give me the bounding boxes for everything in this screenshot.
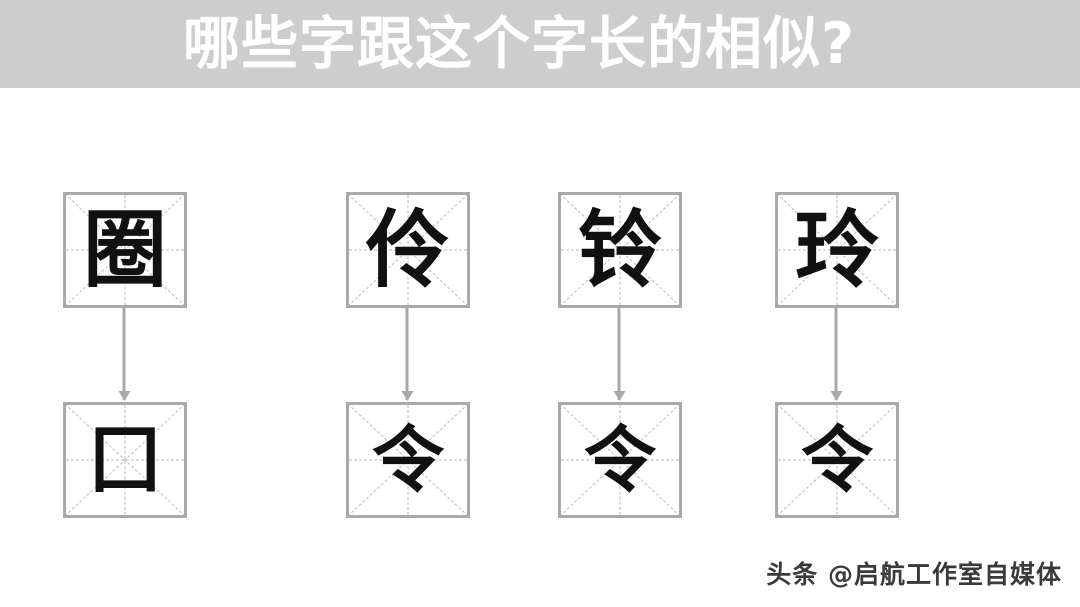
character-grid-top-3[interactable]: 铃 bbox=[558, 192, 682, 308]
page-title: 哪些字跟这个字长的相似? bbox=[182, 11, 856, 77]
watermark: 头条 @启航工作室自媒体 bbox=[766, 560, 1062, 589]
header-banner: 哪些字跟这个字长的相似? bbox=[0, 0, 1080, 88]
character-grid-bottom-2[interactable]: 令 bbox=[346, 402, 470, 518]
character-grid-bottom-4[interactable]: 令 bbox=[775, 402, 899, 518]
character-glyph-top-2: 伶 bbox=[365, 201, 450, 299]
character-pairs-stage: 圈 囗 伶 令 bbox=[0, 88, 1080, 538]
character-glyph-top-4: 玲 bbox=[794, 201, 879, 299]
character-grid-bottom-1[interactable]: 囗 bbox=[63, 402, 187, 518]
character-glyph-top-1: 圈 bbox=[82, 201, 167, 299]
character-column-1: 圈 囗 bbox=[40, 88, 210, 528]
character-glyph-bottom-2: 令 bbox=[371, 418, 444, 502]
character-column-3: 铃 令 bbox=[535, 88, 705, 528]
character-column-4: 玲 令 bbox=[752, 88, 922, 528]
character-glyph-bottom-4: 令 bbox=[800, 418, 873, 502]
character-grid-top-4[interactable]: 玲 bbox=[775, 192, 899, 308]
down-arrow-icon-4 bbox=[834, 308, 838, 400]
down-arrow-icon-1 bbox=[122, 308, 126, 400]
character-glyph-bottom-1: 囗 bbox=[88, 418, 161, 502]
character-grid-bottom-3[interactable]: 令 bbox=[558, 402, 682, 518]
down-arrow-icon-2 bbox=[405, 308, 409, 400]
down-arrow-icon-3 bbox=[617, 308, 621, 400]
character-grid-top-1[interactable]: 圈 bbox=[63, 192, 187, 308]
character-glyph-top-3: 铃 bbox=[577, 201, 662, 299]
character-column-2: 伶 令 bbox=[323, 88, 493, 528]
character-glyph-bottom-3: 令 bbox=[583, 418, 656, 502]
character-grid-top-2[interactable]: 伶 bbox=[346, 192, 470, 308]
